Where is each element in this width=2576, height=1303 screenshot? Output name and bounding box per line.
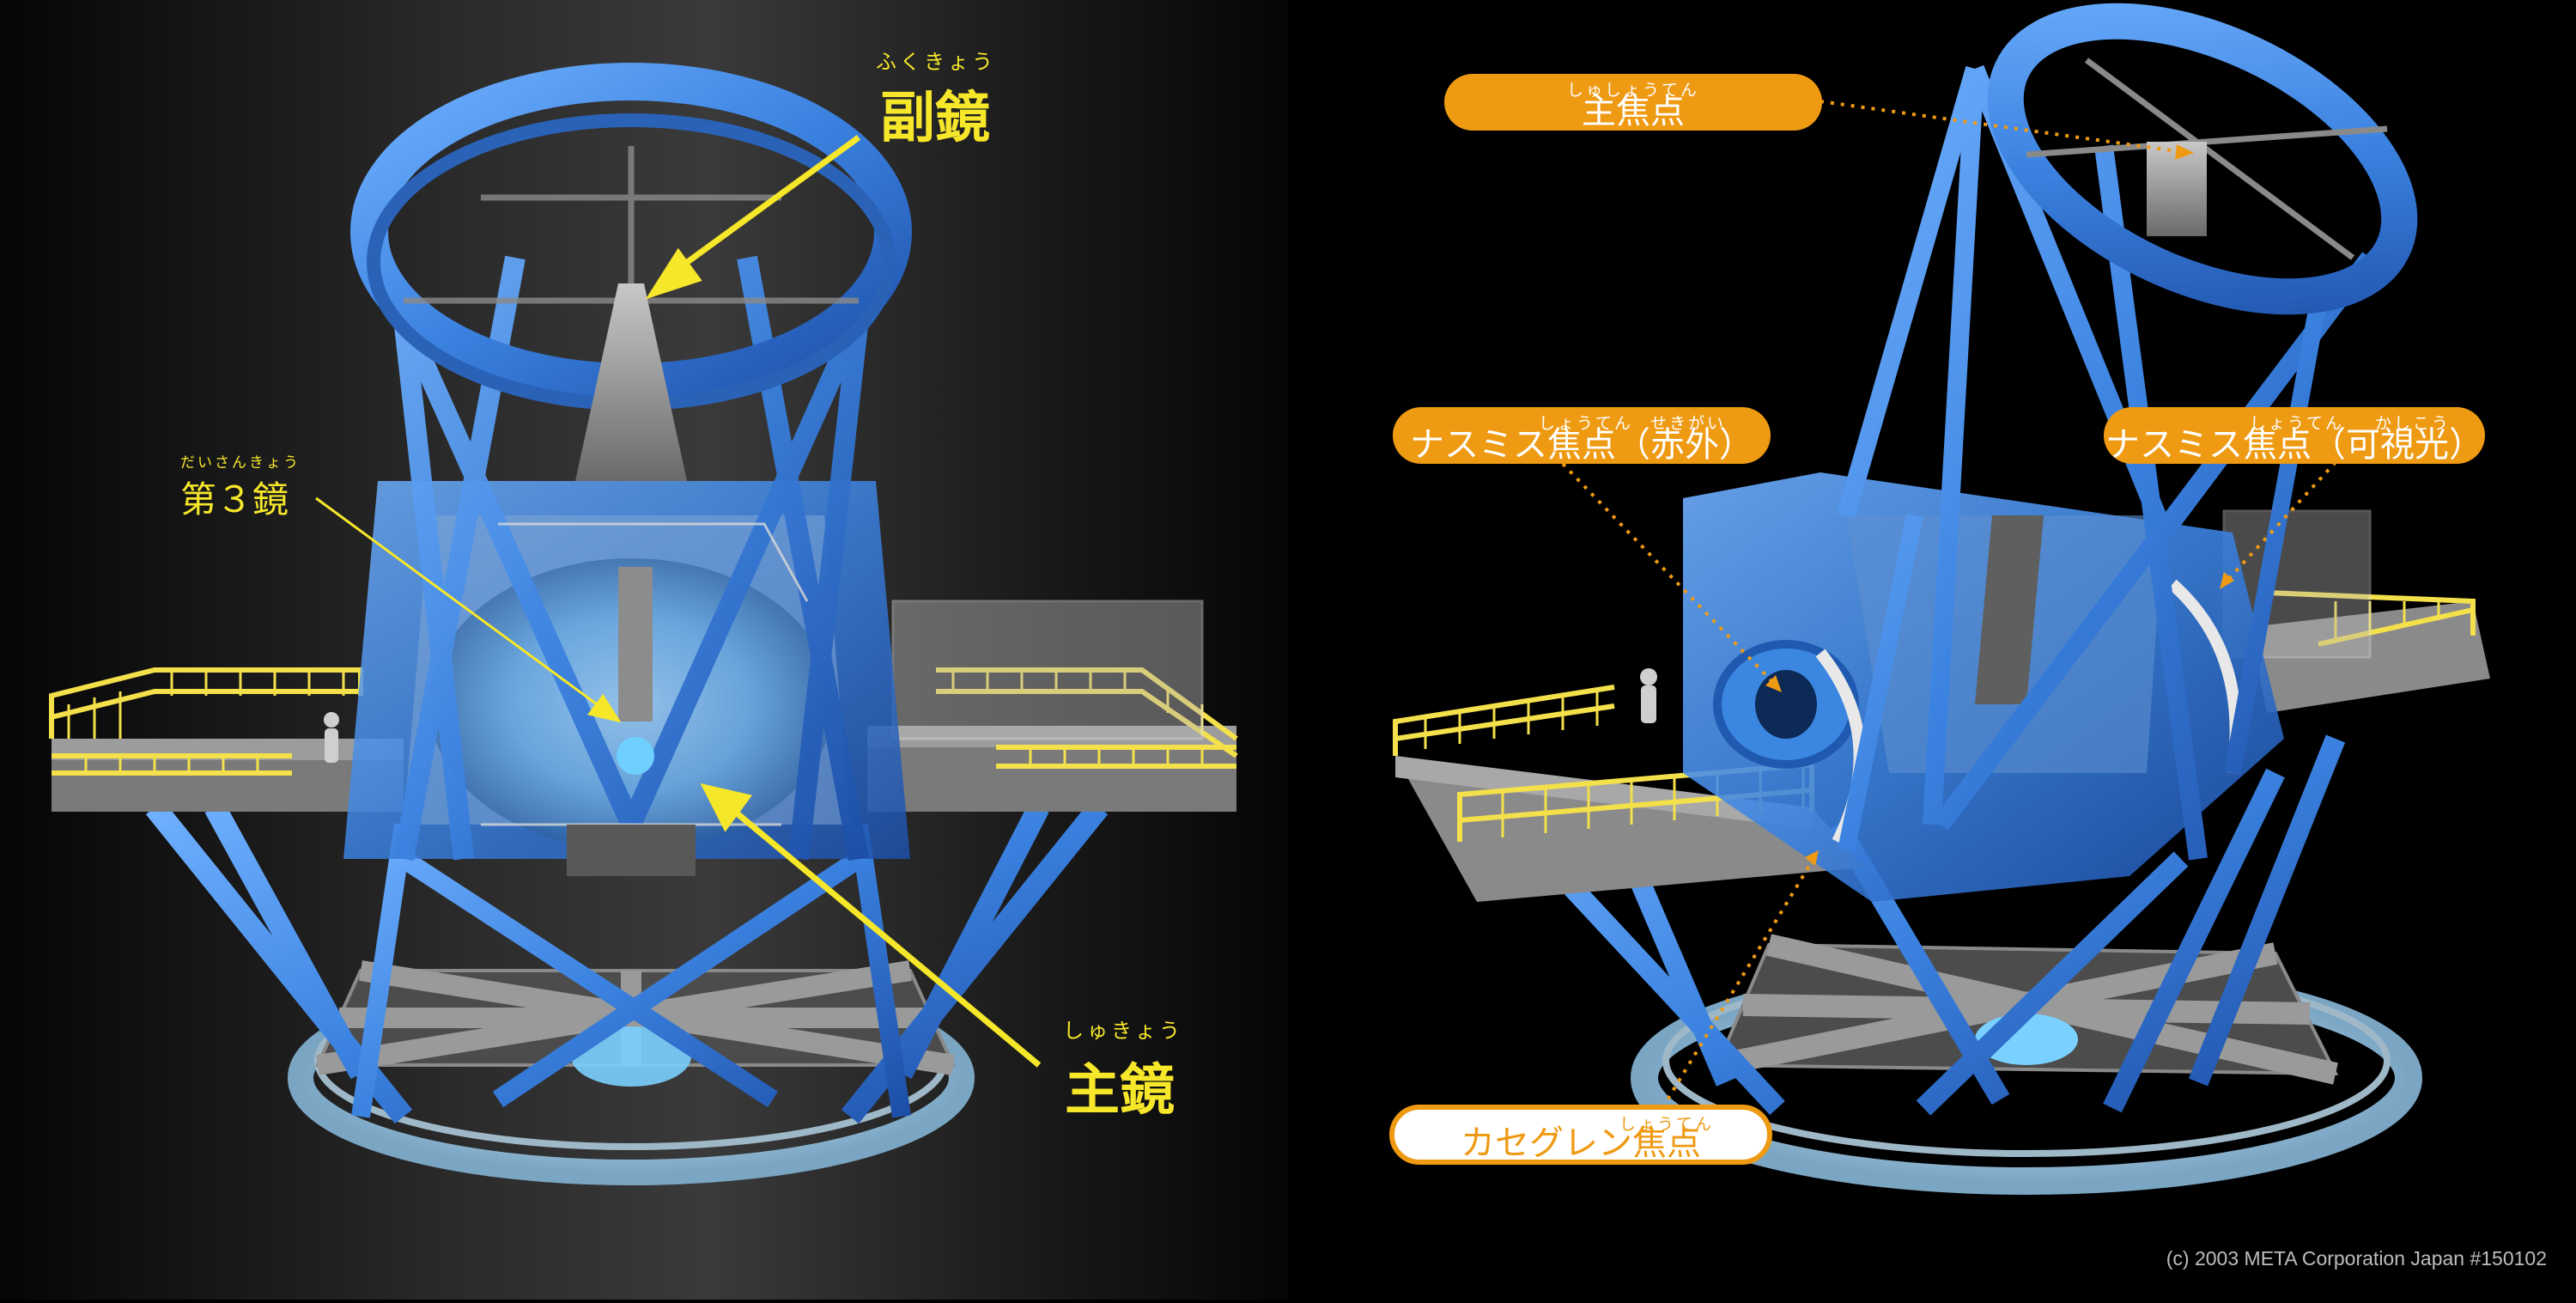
nasmyth-visible-light-ruby: かしこう: [2375, 414, 2451, 433]
cassegrain-focus-ruby: しょうてん: [1619, 1115, 1715, 1134]
primary-mirror-ruby: しゅきょう: [1063, 1019, 1183, 1043]
prime-focus-text: 主焦点: [1582, 92, 1685, 131]
prime-focus-ruby: しゅしょうてん: [1566, 81, 1699, 100]
tertiary-mirror-ruby: だいさんきょう: [180, 454, 301, 472]
nasmyth-ir-infrared-ruby: せきがい: [1650, 414, 1727, 433]
secondary-mirror-ruby: ふくきょう: [876, 50, 996, 74]
left-pointer-arrows: [315, 135, 1042, 1068]
nasmyth-ir-focus-label: しょうてん せきがい ナスミス焦点（赤外）: [1393, 407, 1771, 465]
right-leader-lines: [1561, 100, 2337, 1118]
cassegrain-focus-label: しょうてん カセグレン焦点: [1389, 1105, 1772, 1165]
left-telescope: [49, 63, 1238, 1185]
prime-focus-label: しゅしょうてん 主焦点: [1444, 74, 1822, 131]
nasmyth-ir-focus-ruby: しょうてん: [1539, 414, 1634, 433]
tertiary-mirror-label: 第３鏡: [180, 478, 289, 521]
secondary-mirror-label: 副鏡: [880, 87, 990, 150]
right-leader-arrowheads: [1765, 144, 2234, 866]
cassegrain-focus-text: カセグレン焦点: [1461, 1123, 1701, 1163]
nasmyth-ir-focus-text: ナスミス焦点（赤外）: [1410, 425, 1753, 465]
primary-mirror-label: 主鏡: [1065, 1059, 1175, 1123]
copyright-notice: (c) 2003 META Corporation Japan #150102: [2166, 1247, 2547, 1270]
nasmyth-visible-focus-label: しょうてん かしこう ナスミス焦点（可視光）: [2104, 407, 2485, 465]
nasmyth-visible-focus-ruby: しょうてん: [2250, 414, 2345, 433]
nasmyth-visible-focus-text: ナスミス焦点（可視光）: [2105, 425, 2483, 465]
right-telescope: [1393, 3, 2490, 1195]
